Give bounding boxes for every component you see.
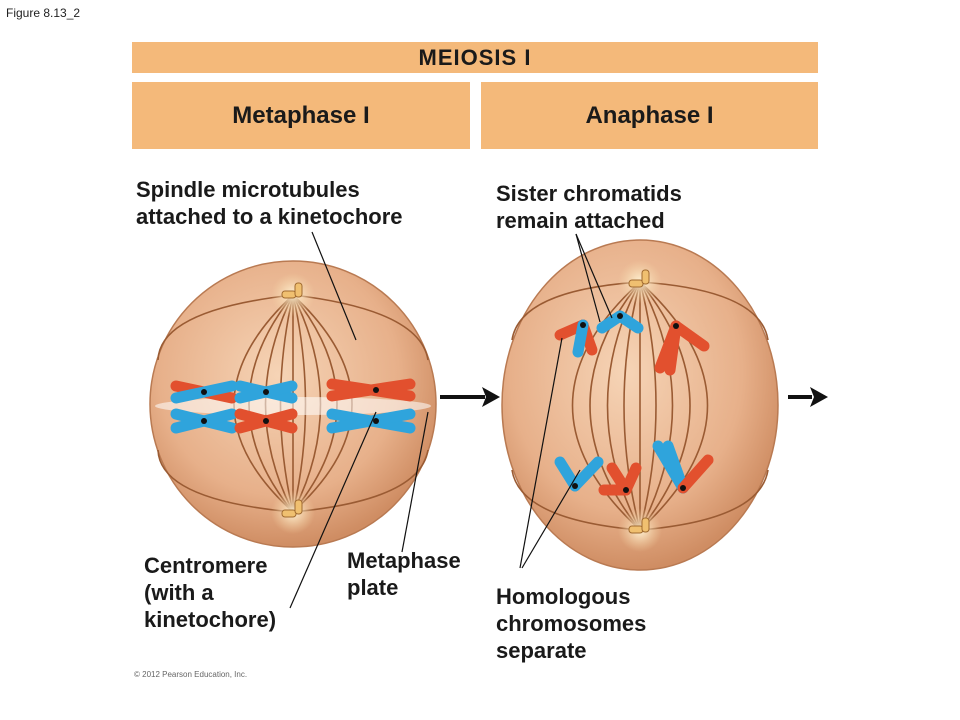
tetrad-3 bbox=[326, 378, 416, 434]
leader-homologous-2 bbox=[521, 469, 581, 569]
leader-sister-1 bbox=[575, 233, 601, 323]
figure-label: Figure 8.13_2 bbox=[6, 6, 81, 20]
copyright: © 2012 Pearson Education, Inc. bbox=[134, 670, 248, 679]
anaphase-centriole-top bbox=[628, 269, 650, 288]
metaphase-banner: Metaphase I bbox=[132, 82, 470, 149]
tetrad-1 bbox=[170, 380, 238, 434]
upper-chromosomes bbox=[554, 310, 710, 376]
centriole-bottom bbox=[281, 499, 303, 518]
leader-plate bbox=[401, 411, 429, 553]
leader-lines bbox=[289, 231, 613, 609]
anaphase-centriole-bottom bbox=[628, 517, 650, 534]
metaphase-cell bbox=[149, 260, 437, 548]
leader-centromere bbox=[289, 411, 377, 609]
arrow-to-anaphase bbox=[440, 387, 500, 407]
centriole-top bbox=[281, 282, 303, 299]
leader-homologous-1 bbox=[519, 337, 563, 569]
leader-spindle bbox=[311, 231, 357, 341]
leader-sister-2 bbox=[575, 233, 613, 319]
anaphase-cell bbox=[501, 239, 779, 571]
tetrad-2 bbox=[234, 380, 298, 434]
anaphase-banner: Anaphase I bbox=[481, 82, 818, 149]
meiosis-banner: MEIOSIS I bbox=[132, 42, 818, 73]
arrow-next bbox=[788, 387, 828, 407]
